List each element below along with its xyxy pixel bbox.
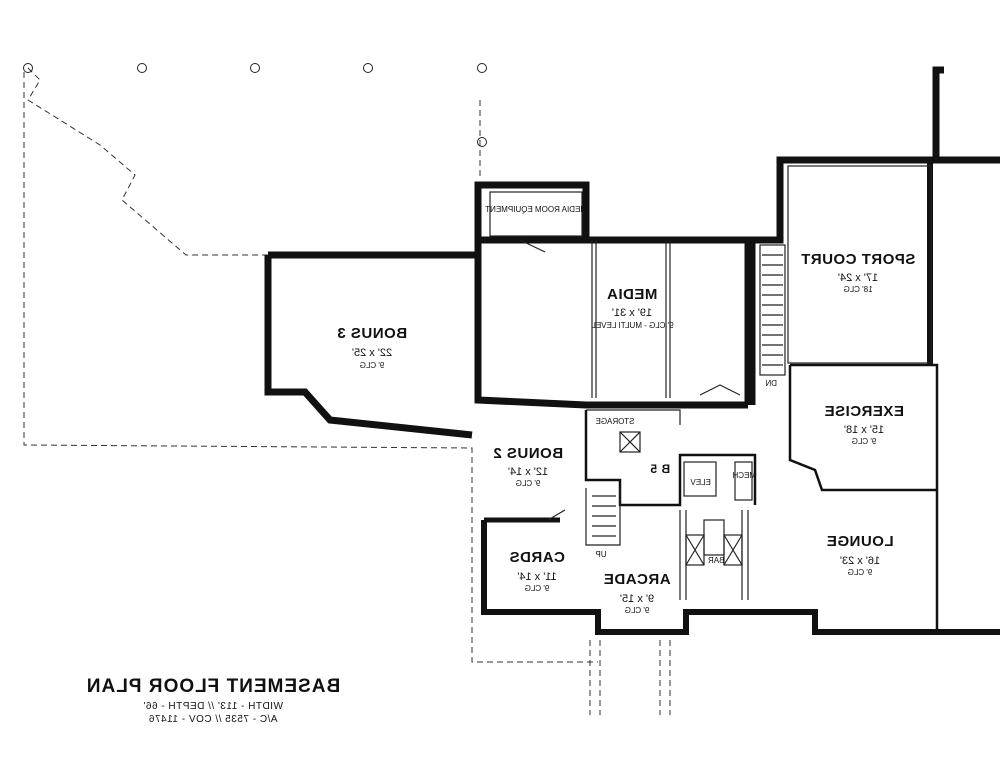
room-name-cards: CARDS	[509, 549, 565, 566]
room-dims-lounge: 16' x 23'	[840, 555, 880, 567]
room-name-media: MEDIA	[607, 286, 658, 303]
room-dims-bonus-3: 22' x 25'	[352, 347, 392, 359]
label-elevator: ELEV	[690, 478, 711, 487]
room-name-exercise: EXERCISE	[824, 403, 904, 420]
label-bath: B 5	[650, 462, 670, 476]
label-mech: MECH	[732, 471, 756, 480]
room-clg-sport-court: 18' CLG	[843, 285, 872, 294]
column-marker	[477, 137, 487, 147]
upper-level-dashed-outline	[23, 63, 671, 715]
room-name-sport-court: SPORT COURT	[801, 251, 916, 268]
label-bar: BAR	[708, 556, 725, 565]
room-dims-arcade: 9' x 15'	[620, 593, 654, 605]
plan-title-block: BASEMENT FLOOR PLAN WIDTH - 113' // DEPT…	[86, 676, 340, 725]
room-name-media-room-equipment: MEDIA ROOM EQUIPMENT	[485, 205, 587, 214]
room-name-lounge: LOUNGE	[826, 533, 893, 550]
room-clg-bonus-3: 9' CLG	[360, 361, 385, 370]
label-storage: STORAGE	[596, 417, 635, 426]
column-marker	[250, 63, 260, 73]
room-dims-media: 19' x 31'	[612, 307, 652, 319]
room-name-bonus-2: BONUS 2	[493, 445, 563, 462]
room-clg-lounge: 9' CLG	[848, 568, 873, 577]
room-dims-sport-court: 17' x 24'	[838, 272, 878, 284]
room-clg-bonus-2: 9' CLG	[516, 479, 541, 488]
room-dims-exercise: 15' x 18'	[844, 424, 884, 436]
column-marker	[137, 63, 147, 73]
plan-title: BASEMENT FLOOR PLAN	[86, 676, 340, 697]
column-marker	[477, 63, 487, 73]
plan-spec-dimensions: WIDTH - 113' // DEPTH - 66'	[143, 701, 283, 712]
foundation-walls	[264, 66, 1000, 635]
interior-walls	[489, 165, 939, 632]
room-clg-cards: 9' CLG	[525, 584, 550, 593]
room-dims-cards: 11' x 14'	[517, 571, 556, 583]
room-clg-exercise: 9' CLG	[852, 437, 877, 446]
column-marker	[363, 63, 373, 73]
plan-spec-area: A/C - 7535 // COV - 11476	[148, 714, 277, 725]
column-marker	[23, 63, 33, 73]
label-stair-up: UP	[595, 550, 606, 559]
room-dims-bonus-2: 12' x 14'	[508, 466, 548, 478]
room-name-arcade: ARCADE	[603, 571, 670, 588]
room-clg-arcade: 9' CLG	[625, 606, 650, 615]
room-labels: MEDIA ROOM EQUIPMENT MEDIA 19' x 31' 9' …	[337, 205, 915, 615]
room-name-bonus-3: BONUS 3	[337, 325, 407, 342]
label-stair-down: DN	[765, 379, 777, 388]
room-clg-media: 9' CLG - MULTI LEVEL	[591, 321, 674, 330]
